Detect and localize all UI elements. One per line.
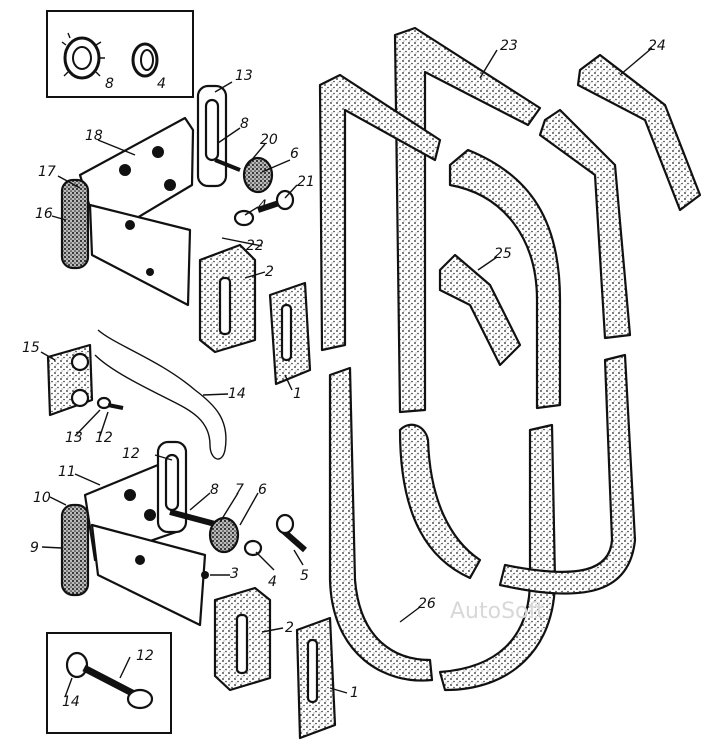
inset-box-top <box>46 10 194 98</box>
watermark: AutoSoft <box>450 599 545 624</box>
callout-labels: 8 4 13 8 20 6 21 4 22 2 18 17 16 1 14 15… <box>22 38 666 710</box>
callout-2: 2 <box>265 264 274 280</box>
callout-4: 4 <box>258 198 267 214</box>
callout-8: 8 <box>105 76 114 92</box>
callout-13: 12 <box>122 446 140 462</box>
bracket-13-upper <box>196 84 228 188</box>
callout-21: 21 <box>297 174 315 190</box>
callout-8: 8 <box>210 482 219 498</box>
callout-5: 5 <box>300 568 309 584</box>
plate-16 <box>46 343 94 417</box>
callout-20: 20 <box>260 132 278 148</box>
block-2-lower <box>213 586 272 692</box>
callout-16: 15 <box>22 340 40 356</box>
spring-15 <box>94 329 227 460</box>
callout-19: 18 <box>85 128 103 144</box>
callout-3: 3 <box>230 566 239 582</box>
seal-26 <box>328 353 637 692</box>
callout-4: 4 <box>157 76 166 92</box>
callout-12: 12 <box>136 648 154 664</box>
callout-25: 25 <box>494 246 512 262</box>
callout-14: 13 <box>65 430 83 446</box>
bracket-13-lower <box>156 440 188 534</box>
small-parts-lower <box>169 509 307 557</box>
callout-1: 1 <box>350 685 359 701</box>
seal-25 <box>438 253 522 367</box>
callout-9: 9 <box>30 540 39 556</box>
callout-12: 12 <box>95 430 113 446</box>
callout-11: 11 <box>58 464 76 480</box>
callout-18: 17 <box>38 164 56 180</box>
callout-8: 8 <box>240 116 249 132</box>
small-parts-upper <box>214 156 295 227</box>
bolt-12-mid <box>96 396 124 410</box>
plate-1-lower <box>295 616 337 740</box>
block-2-upper <box>198 243 257 354</box>
callout-14: 14 <box>62 694 80 710</box>
callout-6: 6 <box>258 482 267 498</box>
callout-7: 7 <box>235 482 244 498</box>
seal-23 <box>318 26 542 414</box>
seal-24 <box>538 53 702 340</box>
plate-1-upper <box>268 281 312 386</box>
callout-10: 10 <box>33 490 51 506</box>
callout-15: 14 <box>228 386 246 402</box>
callout-22: 22 <box>246 238 264 254</box>
callout-24: 24 <box>648 38 666 54</box>
callout-4: 4 <box>268 574 277 590</box>
seal-arc-upper <box>448 148 562 410</box>
upper-hinge <box>60 116 195 307</box>
ring-4-inset <box>131 42 159 78</box>
callout-26: 26 <box>418 596 436 612</box>
callout-17: 16 <box>35 206 53 222</box>
leader-lines <box>40 47 653 698</box>
inset-box-bottom <box>46 632 172 734</box>
callout-1: 1 <box>293 386 302 402</box>
callout-13: 13 <box>235 68 253 84</box>
callout-23: 23 <box>500 38 518 54</box>
callout-6: 6 <box>290 146 299 162</box>
lock-washer-8 <box>61 32 105 80</box>
callout-2: 2 <box>285 620 294 636</box>
